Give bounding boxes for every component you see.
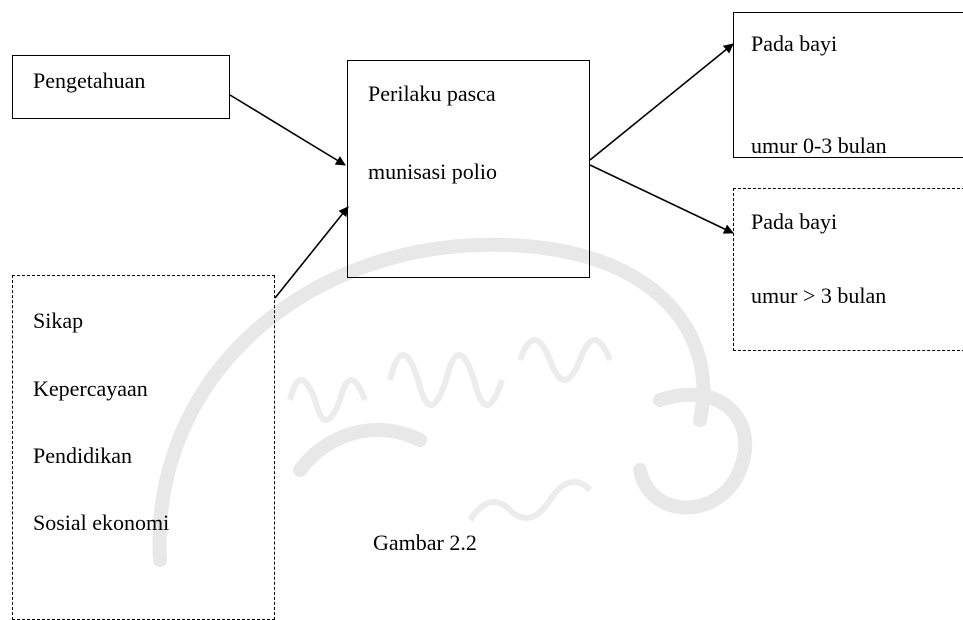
arrow-perilaku-to-bayi-0-3	[589, 43, 734, 161]
node-pengetahuan: Pengetahuan	[12, 55, 230, 119]
node-bayi-0-3: Pada bayi umur 0-3 bulan	[733, 12, 963, 158]
figure-caption: Gambar 2.2	[373, 530, 477, 555]
arrow-pengetahuan-to-perilaku	[229, 94, 346, 166]
arrow-perilaku-to-bayi-3plus	[589, 164, 734, 234]
node-perilaku: Perilaku pasca munisasi polio	[347, 60, 590, 278]
node-bayi-3plus: Pada bayi umur > 3 bulan	[733, 188, 963, 351]
node-pengetahuan-label: Pengetahuan	[33, 68, 146, 93]
faktor-item-sosial-ekonomi: Sosial ekonomi	[33, 510, 170, 535]
faktor-item-sikap: Sikap	[33, 308, 84, 333]
node-perilaku-line1: Perilaku pasca	[368, 81, 496, 106]
node-perilaku-line2: munisasi polio	[368, 159, 497, 184]
arrow-faktor-to-perilaku	[274, 206, 349, 299]
node-bayi-3plus-line1: Pada bayi	[751, 209, 838, 234]
node-bayi-3plus-line2: umur > 3 bulan	[751, 283, 887, 308]
node-faktor: Sikap Kepercayaan Pendidikan Sosial ekon…	[12, 275, 275, 620]
node-bayi-0-3-line2: umur 0-3 bulan	[751, 133, 887, 158]
faktor-item-pendidikan: Pendidikan	[33, 443, 132, 468]
faktor-item-kepercayaan: Kepercayaan	[33, 376, 148, 401]
node-bayi-0-3-line1: Pada bayi	[751, 31, 838, 56]
